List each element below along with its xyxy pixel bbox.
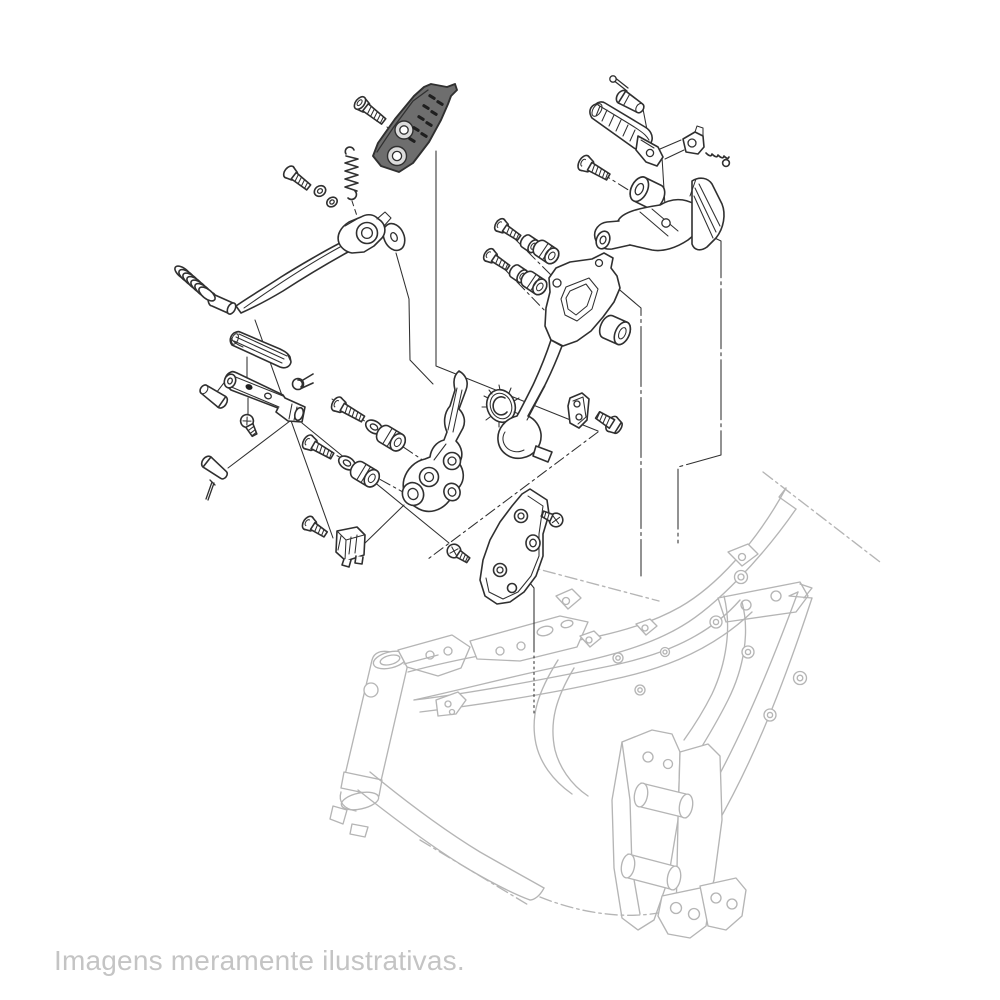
- front-bracket: [401, 370, 468, 513]
- detent-bracket: [682, 125, 705, 155]
- rear-footrest-bracket: [593, 176, 725, 252]
- caption-text: Imagens meramente ilustrativas.: [54, 945, 465, 976]
- frame-pivot-plates: [611, 729, 747, 939]
- damper-2: [349, 460, 381, 488]
- footpeg-clip-spring: [291, 373, 314, 391]
- spacer-plate: [567, 392, 590, 429]
- front-footpeg-rubber: [229, 330, 292, 369]
- heel-guard-plate: [479, 488, 550, 605]
- flange-bolt: [594, 410, 623, 435]
- stopper-block: [335, 526, 366, 568]
- rear-cotter-pin: [609, 75, 629, 92]
- pivot-washers: [313, 184, 338, 208]
- upper-bolt-1: [493, 217, 522, 242]
- return-spring: [344, 146, 359, 201]
- footpeg-cotter-pin: [200, 455, 229, 501]
- front-footpeg-bracket: [223, 370, 306, 423]
- pivot-bolt: [282, 165, 312, 191]
- mount-bolt-2: [301, 434, 335, 460]
- motorcycle-frame-ghost: [329, 471, 881, 939]
- damper-ring: [443, 482, 461, 502]
- brake-pedal-pad: [372, 83, 458, 173]
- heel-screw-2: [446, 543, 471, 564]
- footpeg-screw: [239, 413, 258, 438]
- pivot-washer-large: [382, 222, 406, 252]
- rear-bracket-bolt: [577, 154, 611, 181]
- brake-pedal-lever: [174, 211, 392, 315]
- damper-3: [532, 239, 560, 265]
- stopper-bolt: [301, 515, 329, 538]
- frame-gusset-plate: [469, 615, 589, 662]
- frame-small-tabs: [435, 543, 808, 722]
- heel-screw-1: [540, 510, 564, 528]
- frame-head-tube: [329, 650, 409, 838]
- mount-bolt-1: [330, 396, 366, 423]
- upper-bolt-2: [482, 247, 511, 272]
- washer-2: [337, 455, 357, 471]
- frame-down-tube: [369, 771, 545, 889]
- pad-screw: [353, 95, 387, 125]
- damper-1: [375, 424, 407, 452]
- rear-clevis-pin: [615, 89, 645, 114]
- pedal-spring: [174, 265, 216, 302]
- pad-tread-slots: [408, 94, 444, 143]
- rear-footpeg: [589, 101, 664, 167]
- detent-spring: [705, 152, 730, 160]
- center-bracket: [497, 252, 632, 463]
- damper-4: [520, 270, 548, 296]
- footpeg-pin: [199, 384, 229, 409]
- detent-ball: [721, 158, 731, 168]
